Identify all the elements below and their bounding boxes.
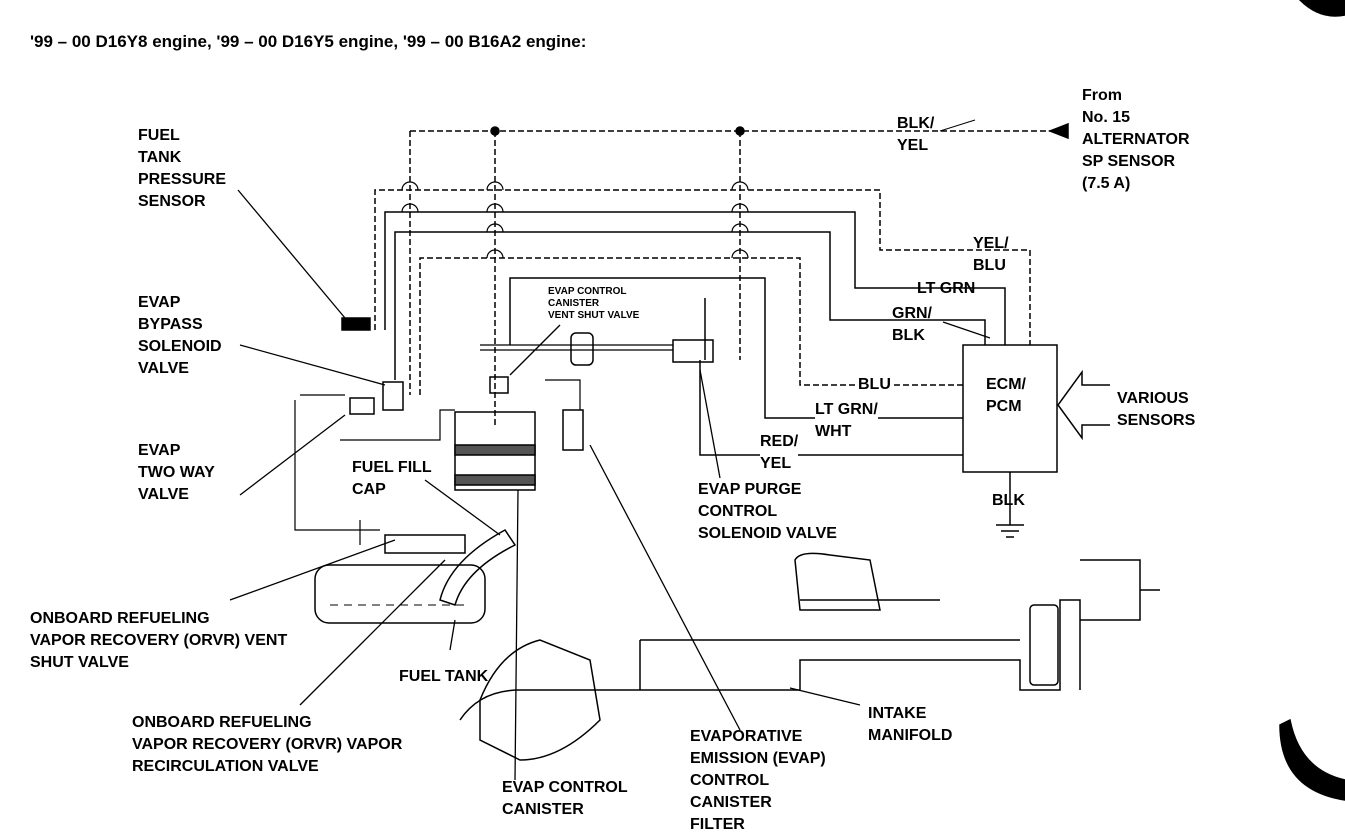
page-title: '99 – 00 D16Y8 engine, '99 – 00 D16Y5 en… — [30, 32, 587, 51]
label-blk: BLK — [992, 492, 1025, 509]
bypass-valve — [382, 381, 404, 411]
binder-mark — [1279, 718, 1345, 801]
label-blk-yel: BLK/YEL — [897, 115, 935, 154]
label-grn-blk: GRN/BLK — [892, 305, 932, 344]
label-red-yel: RED/YEL — [760, 431, 799, 475]
canister-filter — [562, 409, 584, 451]
purge-valve — [672, 339, 714, 363]
label-blu: BLU — [858, 374, 891, 396]
sensor-input-arrow — [1057, 369, 1110, 441]
label-ecm-pcm: ECM/PCM — [986, 376, 1026, 415]
pressure-sensor — [341, 317, 371, 331]
vent-shut-valve — [570, 332, 594, 366]
fuel-tank — [314, 564, 486, 624]
binder-mark — [1298, 0, 1345, 17]
two-way-valve — [349, 397, 375, 415]
label-fuel-tank: FUEL TANK — [399, 668, 489, 685]
arrow-icon — [1047, 122, 1069, 140]
label-lt-grn-wht: LT GRN/WHT — [815, 399, 878, 443]
label-yel-blu: YEL/BLU — [973, 235, 1009, 274]
label-lt-grn: LT GRN — [917, 280, 976, 297]
intake-manifold — [459, 599, 1081, 721]
